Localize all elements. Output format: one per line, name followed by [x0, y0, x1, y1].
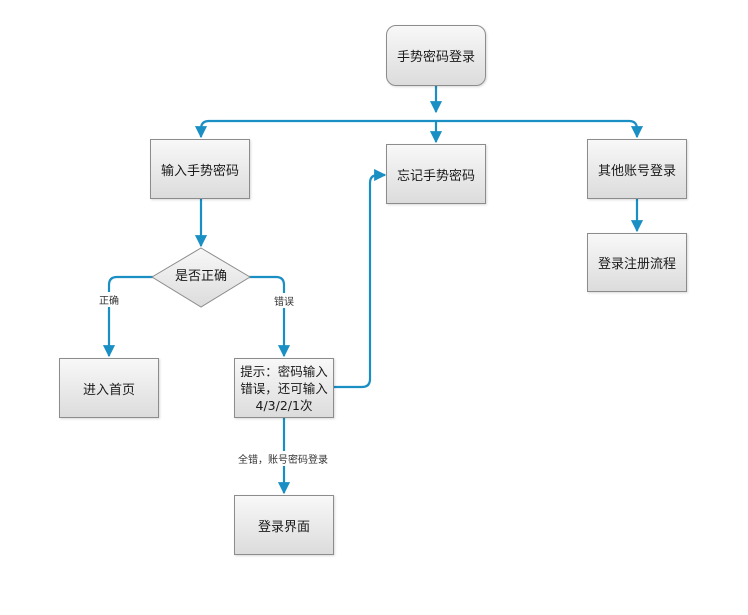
edge-label-correct: 正确	[97, 292, 121, 307]
hint-node: 提示：密码输入 错误，还可输入 4/3/2/1次	[234, 358, 334, 418]
hint-line-3: 4/3/2/1次	[255, 397, 313, 413]
decision-diamond	[151, 247, 251, 308]
edge-branch-to-other-account	[436, 119, 644, 139]
forgot-gesture-node: 忘记手势密码	[386, 144, 486, 204]
input-gesture-label: 输入手势密码	[160, 163, 239, 179]
edge-hint-to-forgot-gesture	[333, 168, 387, 389]
start-node-label: 手势密码登录	[396, 50, 475, 65]
login-register-node: 登录注册流程	[587, 233, 687, 292]
other-account-label: 其他账号登录	[597, 163, 676, 179]
edge-label-wrong: 错误	[272, 293, 296, 308]
login-register-label: 登录注册流程	[597, 257, 676, 272]
hint-line-2: 错误，还可输入	[240, 380, 328, 396]
enter-home-node: 进入首页	[59, 358, 159, 418]
edge-decision-wrong	[249, 275, 291, 358]
hint-line-1: 提示：密码输入	[240, 363, 328, 379]
forgot-gesture-label: 忘记手势密码	[396, 168, 475, 184]
start-node: 手势密码登录	[386, 25, 486, 86]
enter-home-label: 进入首页	[82, 382, 135, 398]
other-account-node: 其他账号登录	[587, 139, 687, 199]
decision-label: 是否正确	[174, 269, 227, 284]
edge-branch-to-input-gesture	[194, 119, 436, 139]
login-page-label: 登录界面	[257, 519, 310, 535]
input-gesture-node: 输入手势密码	[150, 139, 250, 199]
edge-label-all-wrong: 全错，账号密码登录	[236, 451, 330, 466]
login-page-node: 登录界面	[234, 495, 334, 555]
edge-decision-correct	[102, 275, 153, 358]
